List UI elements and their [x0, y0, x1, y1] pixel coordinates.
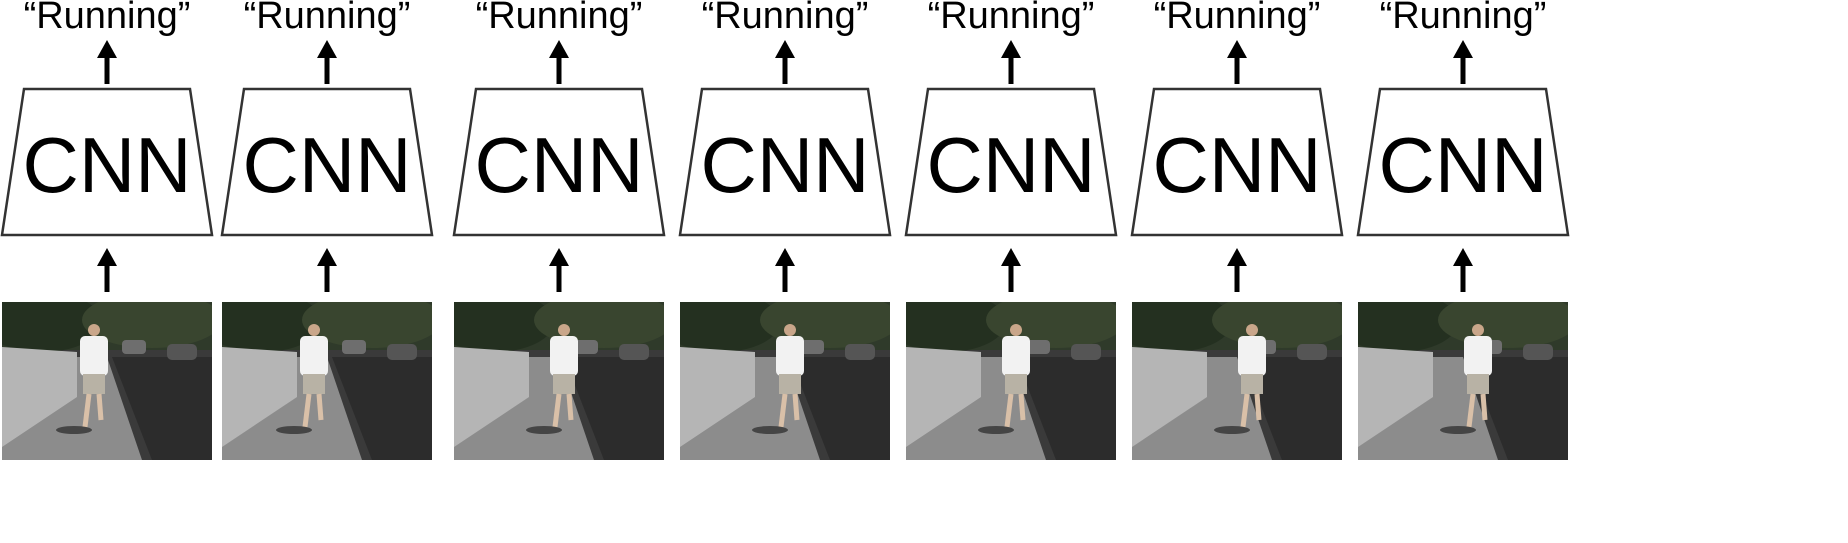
input-arrow-icon [549, 248, 569, 292]
cnn-label: CNN [475, 121, 644, 209]
cnn-label: CNN [23, 121, 192, 209]
video-frame [906, 302, 1116, 460]
frame-column-2: “Running” CNN [220, 0, 434, 460]
cnn-module [904, 87, 1118, 237]
cnn-module [1356, 87, 1570, 237]
output-arrow-icon [549, 40, 569, 84]
output-label: “Running” [928, 0, 1095, 37]
output-label: “Running” [476, 0, 643, 37]
frame-column-6: “Running” CNN [1130, 0, 1344, 460]
cnn-module [452, 87, 666, 237]
input-arrow-icon [1227, 248, 1247, 292]
cnn-module [0, 87, 214, 237]
output-arrow-icon [317, 40, 337, 84]
output-label: “Running” [702, 0, 869, 37]
frame-column-3: “Running” CNN [452, 0, 666, 460]
cnn-label: CNN [1153, 121, 1322, 209]
frame-column-5: “Running” CNN [904, 0, 1118, 460]
cnn-label: CNN [243, 121, 412, 209]
video-frame [1132, 302, 1342, 460]
video-frame [454, 302, 664, 460]
frame-column-7: “Running” CNN [1356, 0, 1570, 460]
video-frame [2, 302, 212, 460]
video-frame [222, 302, 432, 460]
frame-column-1: “Running” CNN [0, 0, 214, 460]
output-arrow-icon [1001, 40, 1021, 84]
runner [752, 324, 804, 434]
cnn-module [678, 87, 892, 237]
output-label: “Running” [1154, 0, 1321, 37]
runner [276, 324, 328, 434]
output-arrow-icon [1227, 40, 1247, 84]
output-arrow-icon [97, 40, 117, 84]
input-arrow-icon [1453, 248, 1473, 292]
runner [1440, 324, 1492, 434]
output-arrow-icon [775, 40, 795, 84]
output-label: “Running” [24, 0, 191, 37]
input-arrow-icon [1001, 248, 1021, 292]
frame-column-4: “Running” CNN [678, 0, 892, 460]
runner [526, 324, 578, 434]
cnn-label: CNN [1379, 121, 1548, 209]
cnn-module [1130, 87, 1344, 237]
cnn-label: CNN [927, 121, 1096, 209]
runner [56, 324, 108, 434]
input-arrow-icon [317, 248, 337, 292]
input-arrow-icon [775, 248, 795, 292]
output-arrow-icon [1453, 40, 1473, 84]
output-label: “Running” [244, 0, 411, 37]
input-arrow-icon [97, 248, 117, 292]
cnn-label: CNN [701, 121, 870, 209]
video-frame [680, 302, 890, 460]
runner [978, 324, 1030, 434]
video-frame [1358, 302, 1568, 460]
output-label: “Running” [1380, 0, 1547, 37]
cnn-module [220, 87, 434, 237]
runner [1214, 324, 1266, 434]
